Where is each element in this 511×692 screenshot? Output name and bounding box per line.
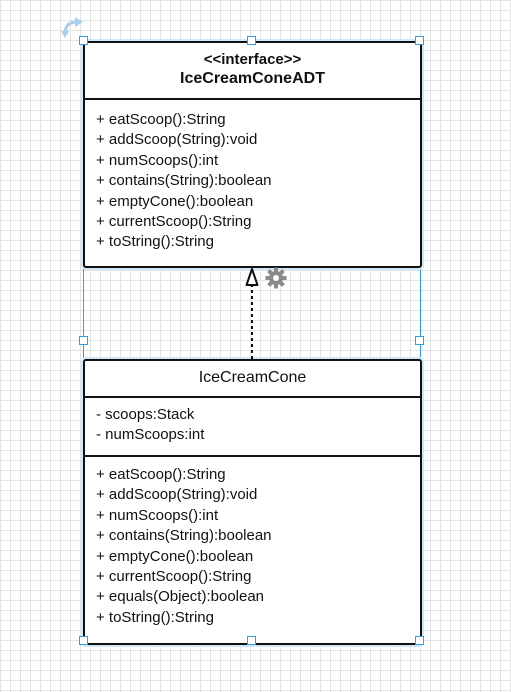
- method: + currentScoop():String: [96, 213, 252, 231]
- class-icecreamcone[interactable]: IceCreamCone - scoops:Stack - numScoops:…: [83, 359, 422, 645]
- resize-handle-middle-left[interactable]: [79, 336, 88, 345]
- interface-header: <<interface>> IceCreamConeADT: [85, 43, 420, 100]
- interface-methods: + eatScoop():String + addScoop(String):v…: [85, 100, 420, 259]
- method: + numScoops():int: [96, 151, 219, 169]
- resize-handle-bottom-center[interactable]: [247, 636, 256, 645]
- method: + toString():String: [96, 608, 214, 626]
- method: + addScoop(String):void: [96, 131, 258, 149]
- method: + toString():String: [96, 233, 214, 251]
- realization-arrow[interactable]: [245, 268, 259, 359]
- method: + emptyCone():boolean: [96, 547, 254, 565]
- attribute: - numScoops:int: [96, 426, 205, 444]
- class-attributes: - scoops:Stack - numScoops:int: [85, 398, 420, 457]
- method: + eatScoop():String: [96, 111, 226, 128]
- method: + equals(Object):boolean: [96, 588, 265, 606]
- gear-icon[interactable]: [265, 267, 287, 289]
- class-name: IceCreamCone: [198, 369, 307, 386]
- resize-handle-top-left[interactable]: [79, 36, 88, 45]
- rotate-icon[interactable]: [61, 17, 83, 38]
- method: + contains(String):boolean: [96, 527, 272, 545]
- resize-handle-top-center[interactable]: [247, 36, 256, 45]
- method: + numScoops():int: [96, 506, 219, 524]
- resize-handle-bottom-right[interactable]: [415, 636, 424, 645]
- class-header: IceCreamCone: [85, 361, 420, 398]
- method: + eatScoop():String: [96, 466, 226, 483]
- attribute: - scoops:Stack: [96, 406, 195, 423]
- interface-icecreamconeadt[interactable]: <<interface>> IceCreamConeADT + eatScoop…: [83, 41, 422, 268]
- resize-handle-bottom-left[interactable]: [79, 636, 88, 645]
- method: + contains(String):boolean: [96, 172, 272, 190]
- class-methods: + eatScoop():String + addScoop(String):v…: [85, 457, 420, 634]
- method: + emptyCone():boolean: [96, 192, 254, 210]
- interface-name: IceCreamConeADT: [180, 70, 325, 87]
- method: + currentScoop():String: [96, 568, 252, 586]
- method: + addScoop(String):void: [96, 486, 258, 504]
- resize-handle-middle-right[interactable]: [415, 336, 424, 345]
- resize-handle-top-right[interactable]: [415, 36, 424, 45]
- interface-stereotype: <<interface>>: [203, 51, 302, 68]
